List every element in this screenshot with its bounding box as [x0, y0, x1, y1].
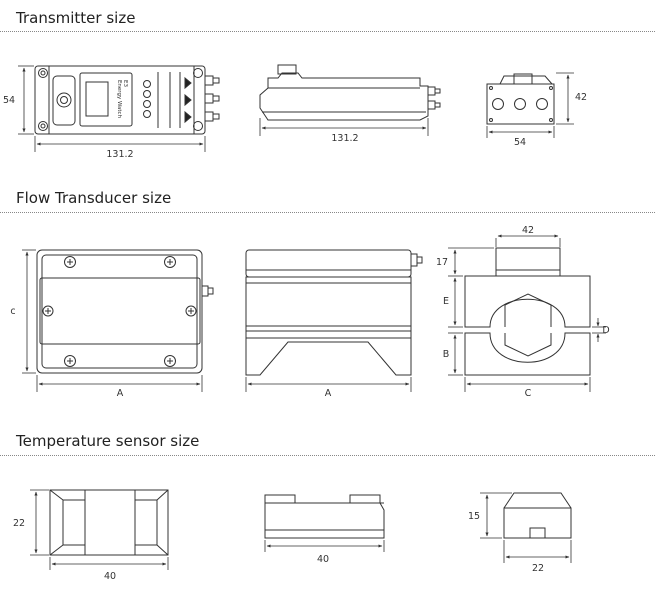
display-brand-label: Energy Watch	[116, 80, 122, 119]
flow-end-e-label: E	[443, 296, 449, 307]
flow-transducer-end-dimensions	[448, 234, 606, 392]
transmitter-end-height-label: 42	[575, 92, 587, 103]
flow-transducer-top-view	[36, 249, 214, 374]
transmitter-side-view	[259, 64, 441, 121]
temp-top-height-label: 22	[13, 518, 25, 529]
temperature-sensor-top-view	[49, 489, 169, 556]
flow-side-width-label: A	[325, 388, 332, 399]
transmitter-section-divider	[0, 31, 655, 32]
temp-top-width-label: 40	[104, 571, 116, 582]
flow-transducer-section-divider	[0, 212, 655, 213]
flow-transducer-side-view	[245, 249, 423, 376]
temperature-sensor-section-title: Temperature sensor size	[16, 432, 200, 450]
flow-end-c-label: C	[525, 388, 532, 399]
flow-transducer-top-dimensions	[22, 249, 203, 392]
temp-end-width-label: 22	[532, 563, 544, 574]
flow-end-top-width-label: 42	[522, 225, 534, 236]
transmitter-front-height-label: 54	[3, 95, 15, 106]
temperature-sensor-end-dimensions	[480, 492, 572, 563]
flow-end-17-label: 17	[436, 257, 448, 268]
transmitter-front-width-label: 131.2	[106, 149, 133, 160]
transmitter-end-view	[486, 73, 555, 125]
flow-end-b-label: B	[443, 349, 450, 360]
temperature-sensor-section-divider	[0, 455, 655, 456]
transmitter-front-dimensions	[18, 65, 206, 152]
flow-top-width-label: A	[117, 388, 124, 399]
transmitter-section-title: Transmitter size	[16, 9, 136, 27]
transmitter-end-dimensions	[486, 72, 574, 138]
temperature-sensor-end-view	[503, 492, 572, 539]
temperature-sensor-top-dimensions	[30, 489, 169, 570]
temp-side-width-label: 40	[317, 554, 329, 565]
temperature-sensor-side-view	[264, 494, 385, 539]
flow-top-height-label: c	[10, 306, 15, 317]
transmitter-end-width-label: 54	[514, 137, 526, 148]
flow-transducer-section-title: Flow Transducer size	[16, 189, 172, 207]
flow-end-d-label: D	[602, 325, 609, 336]
transmitter-side-dimensions	[259, 118, 429, 136]
flow-transducer-side-dimensions	[245, 377, 412, 392]
flow-transducer-end-view	[464, 247, 591, 376]
transmitter-front-view	[34, 65, 220, 135]
transmitter-side-width-label: 131.2	[331, 133, 358, 144]
temp-end-height-label: 15	[468, 511, 480, 522]
temperature-sensor-side-dimensions	[264, 540, 385, 552]
display-model-label: E3	[122, 80, 128, 87]
